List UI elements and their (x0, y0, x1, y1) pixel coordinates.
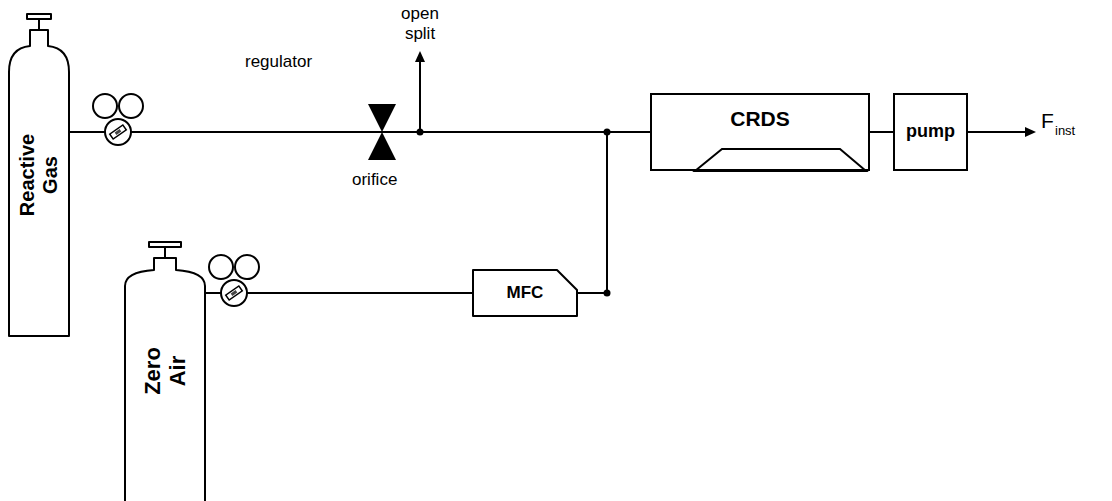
part-label: regulator (245, 52, 312, 72)
gas-line (870, 131, 893, 133)
node-label: pump (906, 121, 955, 142)
regulator-symbol (209, 255, 259, 306)
node-label: MFC (507, 283, 544, 303)
pump-box: pump (893, 93, 968, 171)
pressure-gauge (119, 94, 143, 118)
pressure-gauge (93, 94, 117, 118)
regulator-body (221, 280, 247, 306)
regulator-body (105, 119, 131, 145)
part-label: open split (401, 4, 439, 45)
gas-line (577, 132, 650, 293)
flow-symbol: F (1041, 108, 1054, 133)
regulator-knob (110, 125, 127, 139)
flow-controller: MFC (473, 270, 577, 316)
orifice-valve (368, 132, 396, 160)
regulator-knob (226, 286, 243, 300)
node-label: CRDS (730, 107, 790, 131)
junction-dot (604, 129, 611, 136)
regulator-knob (115, 129, 122, 135)
gas-cylinder: Zero Air (125, 240, 205, 501)
node-label: Reactive Gas (16, 134, 62, 216)
node-label: Zero Air (140, 347, 191, 395)
orifice-valve (368, 104, 396, 132)
part-label: orifice (352, 170, 397, 190)
cylinder-outline (125, 242, 205, 501)
junction-dot (604, 290, 611, 297)
pressure-gauge (235, 255, 259, 279)
gas-cylinder: Reactive Gas (9, 12, 69, 338)
cylinder-outline (9, 14, 69, 336)
regulator-symbol (93, 94, 143, 145)
instrument-box: CRDS (650, 93, 870, 171)
exhaust-line (968, 131, 1026, 133)
regulator-knob (231, 290, 238, 296)
controller-outline (473, 270, 577, 316)
pressure-gauge (209, 255, 233, 279)
exhaust-arrowhead (1025, 127, 1036, 137)
vent-arrowhead (415, 51, 425, 62)
gas-line (69, 131, 650, 133)
optical-cavity (695, 149, 866, 171)
vent-line (419, 60, 421, 132)
flow-subscript: inst (1055, 123, 1075, 139)
junction-dot (417, 129, 424, 136)
